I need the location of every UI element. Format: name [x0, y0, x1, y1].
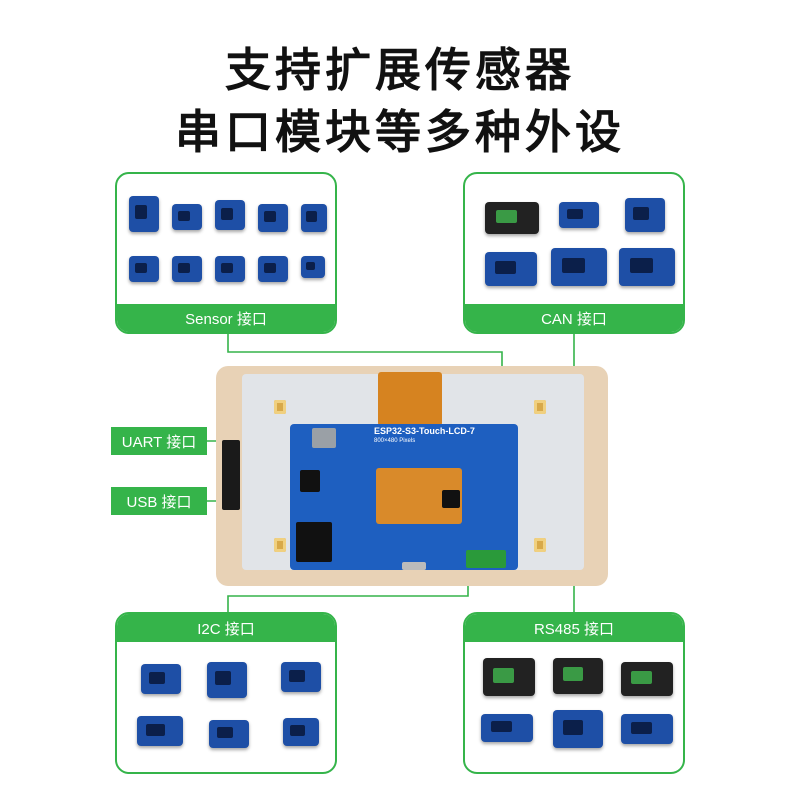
can-module-icon	[551, 248, 607, 286]
i2c-module-icon	[209, 720, 249, 748]
sensor-interface-label: Sensor 接口	[117, 304, 335, 332]
i2c-module-icon	[283, 718, 319, 746]
can-module-icon	[485, 252, 537, 286]
sensor-module-icon	[301, 256, 325, 278]
can-module-icon	[619, 248, 675, 286]
rs485-module-icon	[621, 662, 673, 696]
i2c-module-icon	[137, 716, 183, 746]
side-connector	[222, 440, 240, 510]
sensor-module-icon	[215, 200, 245, 230]
i2c-module-icon	[281, 662, 321, 692]
rs485-module-icon	[553, 710, 603, 748]
can-module-icon	[625, 198, 665, 232]
sensor-module-icon	[258, 256, 288, 282]
esp32-module	[296, 522, 332, 562]
i2c-interface-label: I2C 接口	[117, 614, 335, 642]
usb-interface-label: USB 接口	[111, 487, 207, 515]
chip	[442, 490, 460, 508]
board-name: ESP32-S3-Touch-LCD-7	[374, 426, 475, 436]
i2c-module-icon	[207, 662, 247, 698]
rs485-card: RS485 接口	[463, 612, 685, 774]
mounting-stud	[534, 538, 546, 552]
headline-line-2: 串口模块等多种外设	[175, 105, 625, 159]
sensor-module-icon	[258, 204, 288, 232]
usb-port	[402, 562, 426, 570]
can-interface-label: CAN 接口	[465, 304, 683, 332]
sensor-module-icon	[172, 256, 202, 282]
sd-slot	[312, 428, 336, 448]
connector-block	[466, 550, 506, 568]
can-module-icon	[485, 202, 539, 234]
can-module-icon	[559, 202, 599, 228]
sensor-module-icon	[301, 204, 327, 232]
i2c-module-icon	[141, 664, 181, 694]
sensor-module-icon	[129, 256, 159, 282]
rs485-module-icon	[621, 714, 673, 744]
rs485-module-icon	[553, 658, 603, 694]
sensor-module-icon	[215, 256, 245, 282]
chip	[300, 470, 320, 492]
board-resolution: 800×480 Pixels	[374, 438, 416, 444]
mounting-stud	[274, 400, 286, 414]
mounting-stud	[274, 538, 286, 552]
rs485-module-icon	[481, 714, 533, 742]
sensor-card: Sensor 接口	[115, 172, 337, 334]
can-card: CAN 接口	[463, 172, 685, 334]
rs485-module-icon	[483, 658, 535, 696]
sensor-module-icon	[129, 196, 159, 232]
uart-interface-label: UART 接口	[111, 427, 207, 455]
sensor-module-icon	[172, 204, 202, 230]
fpc-cable-top	[378, 372, 442, 426]
i2c-card: I2C 接口	[115, 612, 337, 774]
mounting-stud	[534, 400, 546, 414]
rs485-interface-label: RS485 接口	[465, 614, 683, 642]
headline-line-1: 支持扩展传感器	[225, 43, 575, 97]
